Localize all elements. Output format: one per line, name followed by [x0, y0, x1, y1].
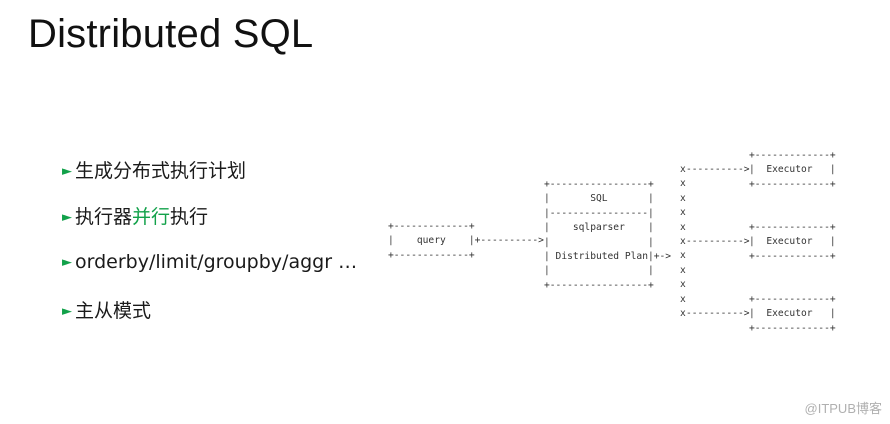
bullet-text: 执行器 [75, 206, 133, 228]
arrow-to-executor-mid: ----------> [686, 236, 750, 247]
query-box: +-------------+ | query |+----------> +-… [388, 221, 544, 261]
triangle-bullet-icon: ► [62, 210, 72, 225]
bullet-text: 主从模式 [75, 300, 152, 322]
watermark: @ITPUB博客 [804, 401, 882, 416]
bullet-item-parallel: ►执行器并行执行 [62, 202, 208, 229]
executor-box-mid: +-------------+ | Executor | +----------… [749, 222, 836, 262]
bullet-text: 执行 [170, 206, 209, 228]
triangle-bullet-icon: ► [62, 255, 72, 270]
arrow-to-executor-bottom: ----------> [686, 308, 750, 319]
partition-x-column: x x x x x x x x x x x [680, 164, 686, 320]
arrow-to-executor-top: ----------> [686, 164, 750, 175]
bullet-item-plan: ►生成分布式执行计划 [62, 156, 246, 183]
bullet-text: 生成分布式执行计划 [75, 160, 247, 182]
triangle-bullet-icon: ► [62, 304, 72, 319]
executor-box-top: +-------------+ | Executor | +----------… [749, 150, 836, 190]
triangle-bullet-icon: ► [62, 164, 72, 179]
distributed-plan-box: +-----------------+ | SQL | |-----------… [544, 179, 672, 291]
bullet-highlight-text: 并行 [132, 206, 171, 228]
bullet-text: orderby/limit/groupby/aggr … [75, 251, 358, 273]
bullet-item-operators: ►orderby/limit/groupby/aggr … [62, 251, 357, 273]
executor-box-bottom: +-------------+ | Executor | +----------… [749, 294, 836, 334]
page-title: Distributed SQL [28, 12, 314, 56]
bullet-item-master-slave: ►主从模式 [62, 296, 151, 323]
